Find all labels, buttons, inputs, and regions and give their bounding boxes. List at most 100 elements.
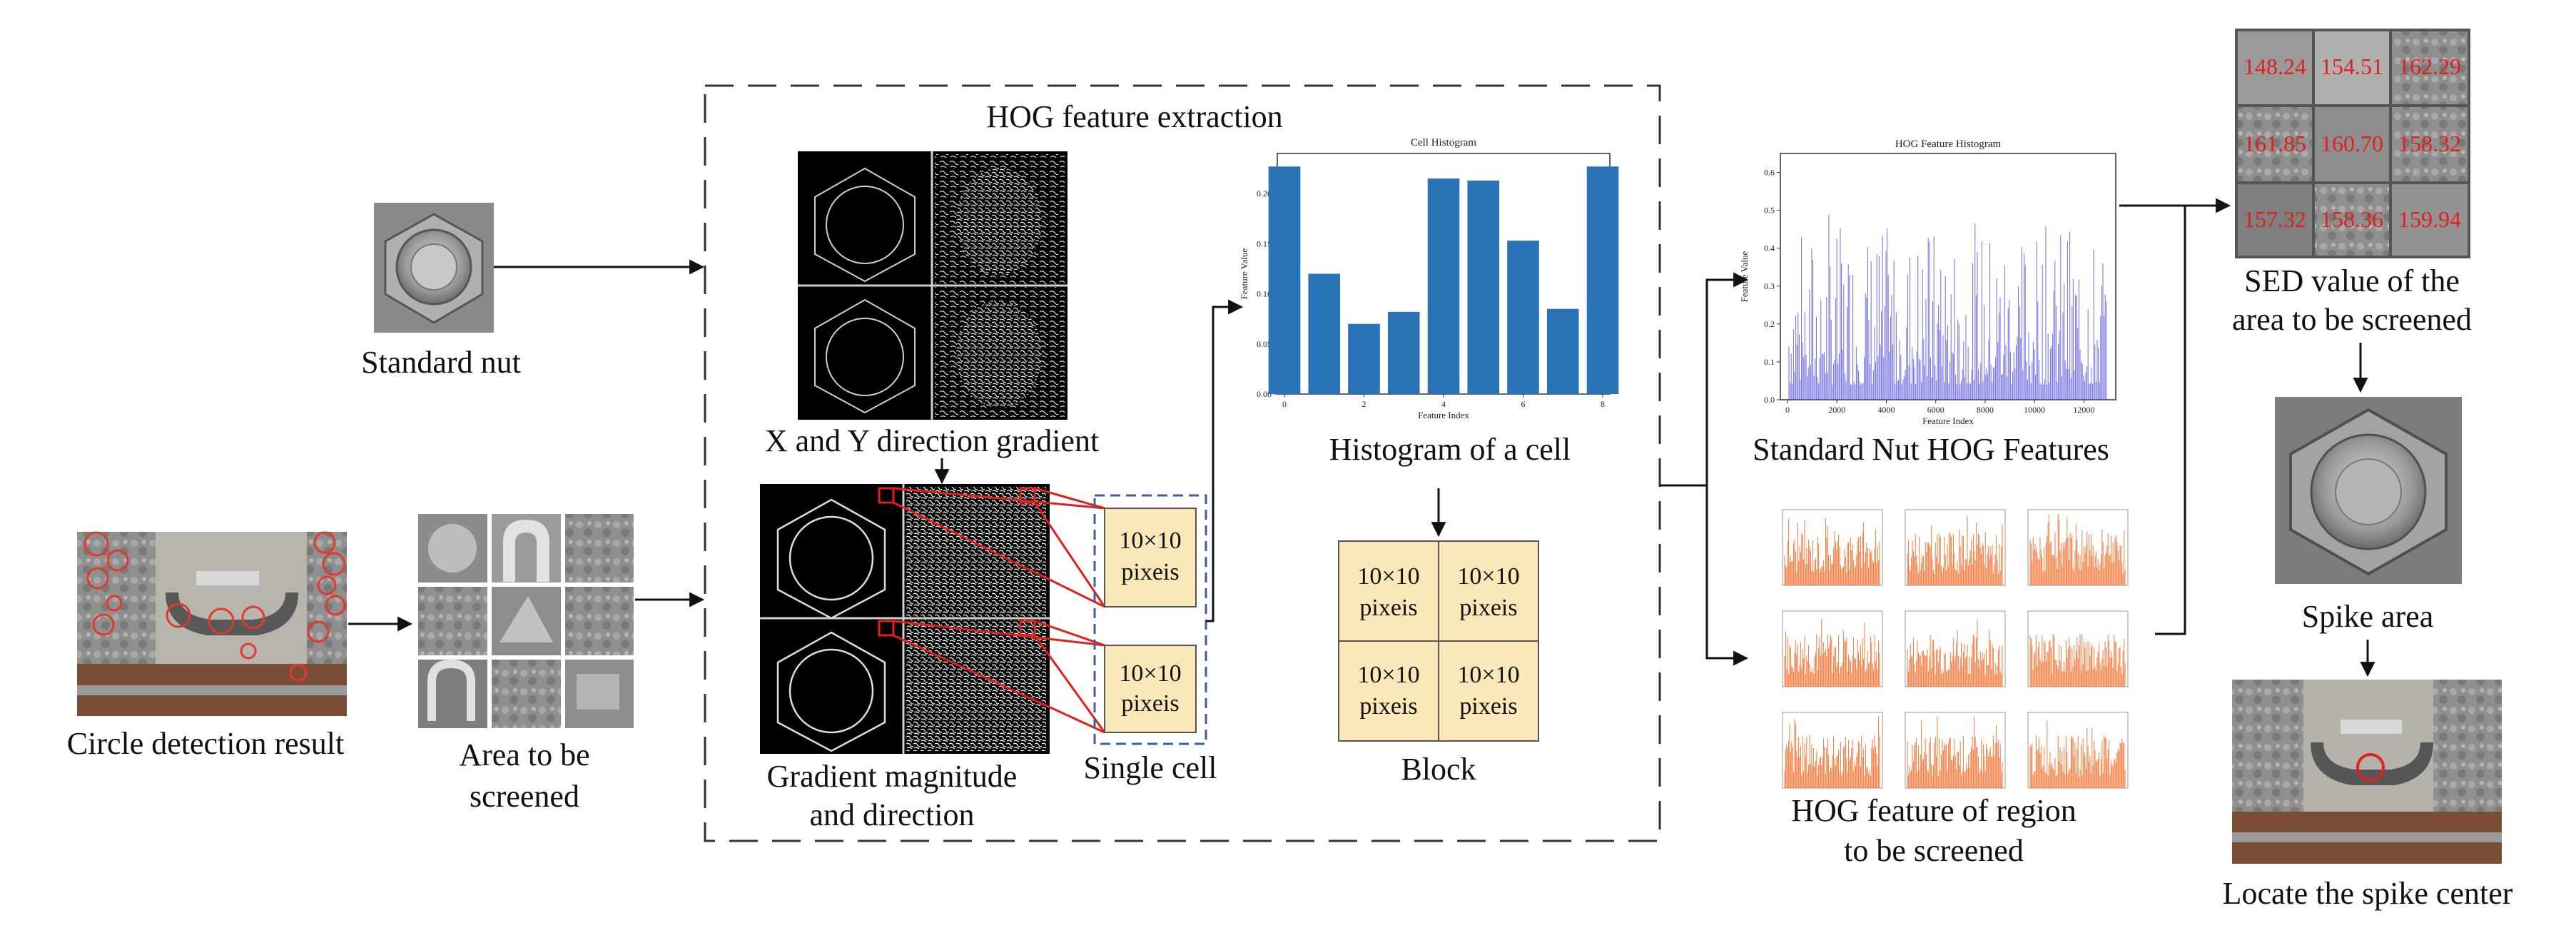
bar	[1467, 180, 1500, 394]
bar	[1308, 273, 1341, 394]
bar	[1387, 311, 1420, 394]
gradient-magnitude-image	[760, 484, 1050, 754]
block-cell-text: pixeis	[1359, 595, 1417, 621]
cell-text-top: 10×10	[1119, 660, 1181, 687]
mini-chart-bars	[1907, 515, 2003, 585]
block-cell-text: pixeis	[1459, 693, 1517, 720]
spike-area-image	[2275, 397, 2462, 584]
block-label: Block	[1401, 752, 1476, 787]
arrow-cell-to-histogram	[1206, 299, 1244, 622]
gradient-magnitude-label-line2: and direction	[810, 797, 975, 832]
sed-value: 160.70	[2321, 131, 2383, 156]
sed-value: 161.85	[2243, 131, 2306, 156]
hog-extraction-title: HOG feature extraction	[986, 99, 1282, 134]
y-tick-label: 0.0	[1764, 395, 1775, 405]
locate-spike-label: Locate the spike center	[2223, 876, 2513, 911]
sed-label-line2: area to be screened	[2232, 302, 2472, 337]
x-tick-label: 8	[1601, 399, 1605, 409]
arrow-to-std-nut-hog	[1705, 272, 1749, 485]
sed-value: 162.29	[2398, 54, 2461, 79]
y-tick-label: 0.15	[1257, 238, 1272, 248]
chart-title: HOG Feature Histogram	[1895, 138, 2002, 150]
bar	[1546, 308, 1579, 394]
x-tick-label: 6	[1521, 399, 1526, 409]
region-hog-label-line1: HOG feature of region	[1791, 793, 2076, 828]
y-axis-label: Feature Value	[1239, 248, 1249, 299]
standard-nut-label: Standard nut	[361, 345, 521, 380]
zoom-lines	[893, 487, 1106, 734]
y-tick-label: 0.5	[1764, 206, 1775, 216]
std-nut-hog-chart: HOG Feature Histogram 0.0 0.1 0.2 0.3 0.4 0.5 0…	[1739, 138, 2116, 426]
bar	[1348, 323, 1380, 394]
x-tick-label: 12000	[2073, 405, 2094, 415]
xy-gradient-image	[798, 151, 1068, 420]
mini-chart-bars	[2029, 721, 2126, 788]
y-tick-label: 0.3	[1764, 281, 1775, 291]
mini-chart-bars	[1784, 619, 1880, 687]
x-tick-label: 0	[1785, 405, 1790, 415]
x-tick-label: 8000	[1977, 405, 1994, 415]
area-screened-label-line2: screened	[470, 779, 579, 814]
bar	[1586, 166, 1619, 395]
cell-text-bottom: pixeis	[1121, 559, 1179, 585]
sed-value: 148.24	[2243, 54, 2306, 79]
bar	[1268, 166, 1301, 395]
sed-value: 158.36	[2321, 206, 2383, 232]
x-axis-label: Feature Index	[1418, 410, 1469, 420]
x-tick-label: 2000	[1828, 405, 1845, 415]
x-tick-label: 10000	[2024, 405, 2045, 415]
mini-chart-bars	[1784, 716, 1880, 788]
block-cell-text: 10×10	[1357, 662, 1419, 688]
x-tick-label: 4	[1441, 399, 1446, 409]
y-tick-label: 0.6	[1764, 168, 1775, 178]
block-cell-text: pixeis	[1359, 693, 1417, 720]
hog-feature-bars	[1788, 214, 2107, 400]
x-tick-label: 4000	[1877, 405, 1895, 415]
mini-chart-bars	[2029, 513, 2126, 585]
single-cell-1: 10×10 pixeis	[1104, 508, 1197, 607]
hog-extraction-box	[704, 84, 1661, 842]
sed-label-line1: SED value of the	[2244, 263, 2460, 298]
sed-value: 158.32	[2398, 131, 2461, 156]
y-tick-label: 0.10	[1257, 289, 1272, 299]
cell-text-bottom: pixeis	[1121, 690, 1179, 717]
circle-detection-image	[77, 531, 347, 716]
area-screened-label-line1: Area to be	[459, 737, 589, 772]
single-cell-group-box	[1093, 494, 1207, 745]
x-tick-label: 6000	[1927, 405, 1944, 415]
y-axis-label: Feature Value	[1739, 251, 1750, 302]
y-tick-label: 0.4	[1764, 243, 1775, 253]
y-tick-label: 0.20	[1257, 188, 1272, 198]
connector-hog-to-sed	[2119, 204, 2186, 635]
block-cell-text: 10×10	[1357, 563, 1419, 590]
locate-spike-image	[2232, 680, 2502, 864]
std-nut-hog-label: Standard Nut HOG Features	[1753, 432, 2109, 467]
x-axis-label: Feature Index	[1922, 415, 1974, 426]
mini-chart-bars	[1907, 620, 2003, 687]
y-tick-label: 0.05	[1257, 339, 1272, 349]
sed-value: 154.51	[2321, 54, 2383, 79]
mini-chart-bars	[1784, 518, 1880, 585]
block-grid: 10×10 pixeis 10×10 pixeis 10×10 pixeis 1…	[1338, 540, 1539, 742]
single-cell-label: Single cell	[1084, 750, 1217, 785]
circle-detection-label: Circle detection result	[67, 726, 345, 761]
xy-gradient-label: X and Y direction gradient	[765, 423, 1099, 458]
bar	[1427, 178, 1460, 394]
mini-chart-bars	[1907, 716, 2003, 788]
area-to-be-screened-grid	[418, 514, 634, 728]
chart-title: Cell Histogram	[1411, 137, 1476, 148]
block-cell-text: 10×10	[1457, 563, 1519, 590]
plot-frame	[1780, 153, 2116, 400]
region-hog-label-line2: to be screened	[1844, 833, 2024, 868]
y-tick-label: 0.00	[1257, 389, 1272, 399]
gradient-magnitude-label-line1: Gradient magnitude	[767, 759, 1018, 794]
y-tick-label: 0.1	[1764, 357, 1775, 367]
bar	[1507, 241, 1539, 394]
spike-area-label: Spike area	[2302, 599, 2433, 634]
histogram-cell-label: Histogram of a cell	[1329, 432, 1571, 467]
y-tick-label: 0.2	[1764, 319, 1775, 329]
cell-text-top: 10×10	[1119, 528, 1181, 554]
sed-value: 159.94	[2398, 206, 2461, 232]
